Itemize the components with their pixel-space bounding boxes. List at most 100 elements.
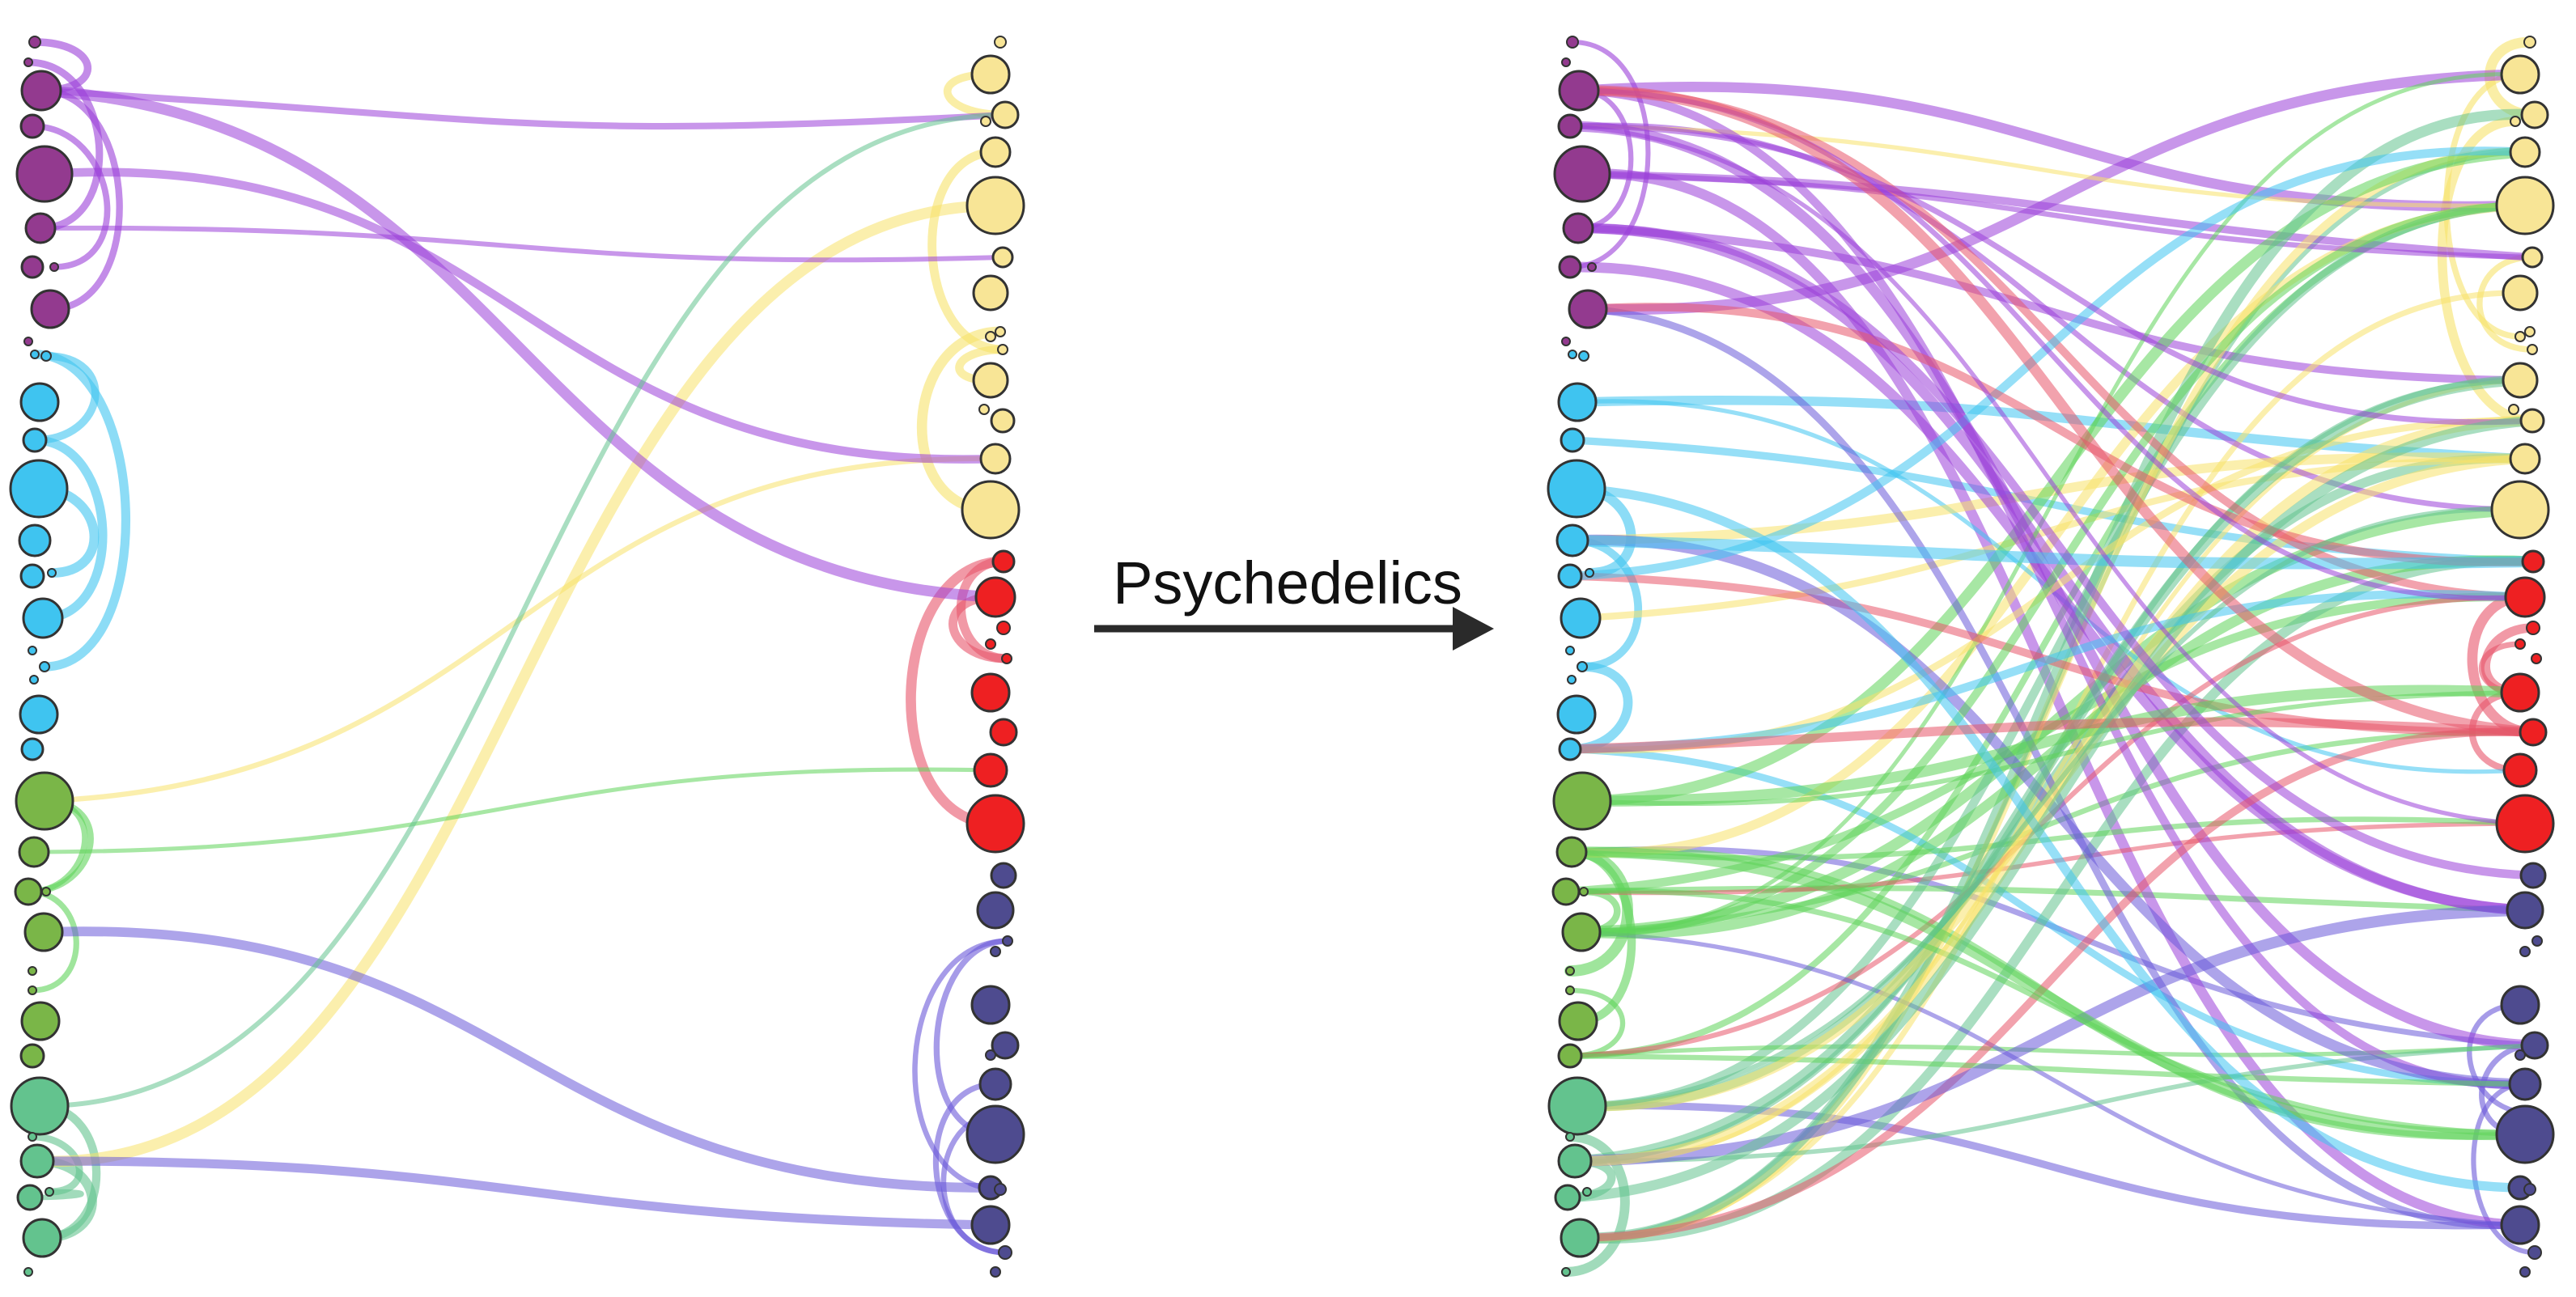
left-network-node bbox=[976, 891, 1015, 930]
right-network-node bbox=[2519, 718, 2548, 747]
right-network-cross-edge bbox=[1574, 86, 2530, 1089]
right-network-node bbox=[2519, 862, 2547, 889]
right-network-node bbox=[1557, 382, 1598, 422]
right-network-cross-edge bbox=[1565, 717, 2538, 754]
left-network-node bbox=[23, 1267, 33, 1277]
right-network-node bbox=[1553, 145, 1611, 203]
right-network-node bbox=[1557, 1043, 1583, 1069]
left-network-node bbox=[970, 985, 1011, 1025]
left-network-node bbox=[19, 694, 59, 735]
right-network-cross-edge bbox=[1566, 846, 2531, 1141]
left-network-node bbox=[10, 1076, 70, 1136]
left-network-cross-edge bbox=[32, 200, 1001, 1167]
left-network-node bbox=[985, 638, 996, 650]
right-network-cross-edge bbox=[1578, 729, 2536, 935]
left-network-node bbox=[965, 1104, 1025, 1164]
right-network-node bbox=[2519, 1266, 2531, 1278]
left-network-node bbox=[978, 404, 990, 415]
right-network-node bbox=[1565, 1132, 1575, 1142]
left-network-cross-edge bbox=[32, 1156, 995, 1230]
right-network-node bbox=[2531, 935, 2543, 947]
left-network-node bbox=[28, 966, 37, 976]
left-network-node bbox=[30, 350, 40, 359]
right-network-node bbox=[2514, 331, 2526, 342]
left-network-node bbox=[22, 427, 48, 453]
right-network-node bbox=[1560, 1218, 1600, 1258]
right-network-node bbox=[2527, 1245, 2542, 1260]
right-network-node bbox=[1568, 289, 1608, 329]
right-network-node bbox=[2523, 1183, 2536, 1196]
right-network-node bbox=[2509, 136, 2541, 168]
left-network-node bbox=[970, 1205, 1011, 1245]
left-network-node bbox=[990, 862, 1017, 889]
right-network-node bbox=[1551, 877, 1581, 906]
right-network-node bbox=[1557, 1143, 1593, 1179]
left-network-node bbox=[30, 289, 70, 329]
right-network-node bbox=[1561, 1267, 1571, 1277]
right-network-node bbox=[1567, 675, 1577, 685]
right-network-cross-edge bbox=[1573, 223, 2538, 880]
left-network-node bbox=[19, 563, 45, 589]
arrow-head-icon bbox=[1453, 607, 1494, 651]
transition-arrow: Psychedelics bbox=[1094, 549, 1494, 651]
left-network-module-edge bbox=[30, 350, 130, 672]
right-network-cross-edge bbox=[1567, 1053, 2528, 1087]
right-network-node bbox=[1585, 568, 1594, 578]
right-network-cross-edge bbox=[1576, 727, 2537, 1242]
left-network-node bbox=[19, 113, 45, 139]
left-network-cross-edge bbox=[40, 167, 1000, 464]
right-network-node bbox=[2521, 549, 2545, 574]
left-network-node bbox=[1002, 935, 1013, 947]
right-network-module-edge bbox=[1567, 39, 1651, 270]
right-network-node bbox=[1558, 70, 1600, 112]
right-network-cross-edge bbox=[1569, 415, 2538, 1167]
right-network-cross-edge bbox=[1572, 484, 2525, 1193]
right-network-node bbox=[2523, 36, 2536, 49]
right-network-node bbox=[2514, 638, 2526, 650]
left-network-node bbox=[19, 1143, 55, 1179]
left-network-node bbox=[18, 523, 52, 557]
right-network-cross-edge bbox=[1577, 201, 2530, 937]
right-network-module-edge bbox=[1575, 87, 1634, 231]
right-network-cross-edge bbox=[1567, 123, 2536, 426]
left-network-module-edge bbox=[932, 1081, 1008, 1256]
left-network-node bbox=[970, 672, 1011, 713]
left-network-node bbox=[29, 675, 39, 685]
right-network-cross-edge bbox=[1579, 72, 2523, 935]
left-network-node bbox=[972, 274, 1009, 312]
left-network-cross-edge bbox=[37, 87, 1009, 130]
right-network-module-edge bbox=[2476, 254, 2536, 353]
left-network-node bbox=[998, 1245, 1012, 1260]
right-network-cross-edge bbox=[1562, 415, 2538, 1203]
right-network-cross-edge bbox=[1574, 108, 2540, 1244]
right-network-node bbox=[1562, 212, 1594, 244]
right-network-node bbox=[2495, 794, 2555, 854]
left-network-cross-edge bbox=[39, 926, 995, 1193]
right-network-cross-edge bbox=[1580, 690, 2523, 807]
right-network-cross-edge bbox=[1572, 1043, 2537, 1163]
left-network-node bbox=[15, 145, 74, 203]
left-network-node bbox=[974, 576, 1016, 618]
right-network-cross-edge bbox=[1583, 303, 2538, 566]
left-network-node bbox=[19, 1043, 45, 1069]
right-network-node bbox=[1565, 966, 1575, 976]
right-network-node bbox=[2521, 246, 2544, 269]
right-network-node bbox=[2520, 1031, 2549, 1060]
right-network-node bbox=[2500, 985, 2540, 1025]
left-network-node bbox=[991, 1031, 1020, 1060]
right-network-node bbox=[1577, 661, 1588, 672]
left-network-module-edge bbox=[956, 557, 1012, 663]
right-network-node bbox=[2526, 621, 2540, 635]
left-network-module-edge bbox=[30, 435, 108, 623]
left-network-cross-edge bbox=[41, 456, 999, 804]
left-network-cross-edge bbox=[37, 112, 1008, 1108]
left-network-node bbox=[22, 1218, 62, 1258]
nodes-layer bbox=[9, 36, 2555, 1278]
right-network-node bbox=[1557, 563, 1583, 589]
right-network-module-edge bbox=[1564, 846, 1633, 977]
left-network-node bbox=[47, 568, 57, 578]
left-network-node bbox=[23, 57, 33, 67]
left-network-edges bbox=[24, 38, 1012, 1256]
